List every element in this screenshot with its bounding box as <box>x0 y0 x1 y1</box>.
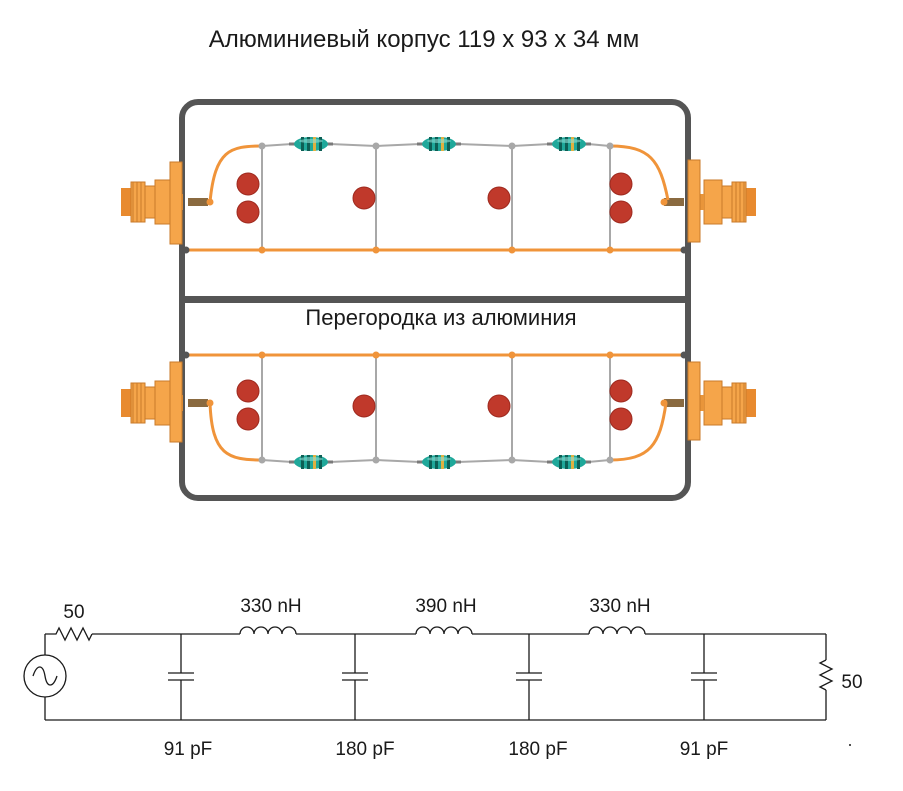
inductor-component <box>545 135 593 153</box>
capacitor-value-label: 91 pF <box>680 739 729 760</box>
inductor-symbol <box>239 626 297 635</box>
capacitor-disc <box>609 379 633 403</box>
pcb-traces <box>186 144 684 252</box>
sma-connector-lower-right <box>694 381 756 425</box>
inductor-symbol <box>415 626 473 635</box>
inductor-value-label: 390 nH <box>415 596 476 617</box>
inductor-component <box>287 135 335 153</box>
capacitor-disc <box>236 379 260 403</box>
connector-pin <box>188 198 208 206</box>
inductor-value-label: 330 nH <box>240 596 301 617</box>
solder-joints <box>206 198 668 254</box>
connector-flange <box>687 159 701 243</box>
page-title: Алюминиевый корпус 119 x 93 x 34 мм <box>208 26 640 53</box>
capacitor-symbol <box>691 634 717 720</box>
connector-flange <box>169 361 183 443</box>
capacitor-disc <box>236 172 260 196</box>
capacitor-disc <box>609 407 633 431</box>
inductor-value-label: 330 nH <box>589 596 650 617</box>
sma-connector-upper-right <box>694 180 756 224</box>
inductor-symbol <box>588 626 646 635</box>
capacitor-value-label: 180 pF <box>335 739 394 760</box>
upper-filter <box>120 135 756 254</box>
capacitor-disc <box>609 200 633 224</box>
load-resistor-label: 50 <box>841 672 862 693</box>
capacitor-disc <box>236 200 260 224</box>
inductor-component <box>415 135 463 153</box>
partition-label: Перегородка из алюминия <box>305 305 576 330</box>
connector-pin <box>664 198 684 206</box>
enclosure: Перегородка из алюминия <box>179 99 691 501</box>
capacitor-symbol <box>342 634 368 720</box>
solder-joints <box>206 351 668 407</box>
capacitor-disc <box>487 186 511 210</box>
connector-pin <box>664 399 684 407</box>
pcb-traces <box>186 353 684 462</box>
capacitor-disc <box>609 172 633 196</box>
filter-schematic <box>23 626 834 721</box>
lower-filter <box>120 351 756 471</box>
schematic-labels: 50 50 330 nH 390 nH 330 nH 91 pF 180 pF … <box>63 596 862 760</box>
inductor-component <box>545 453 593 471</box>
capacitor-disc <box>236 407 260 431</box>
inductor-component <box>287 453 335 471</box>
connector-flange <box>687 361 701 441</box>
capacitor-disc <box>352 394 376 418</box>
load-resistor-symbol <box>818 659 834 691</box>
aluminum-partition <box>182 296 688 303</box>
capacitor-symbol <box>168 634 194 720</box>
capacitor-symbol <box>516 634 542 720</box>
connector-flange <box>169 161 183 245</box>
source-resistor-label: 50 <box>63 602 84 623</box>
capacitor-disc <box>352 186 376 210</box>
capacitor-value-label: 180 pF <box>508 739 567 760</box>
capacitor-disc <box>487 394 511 418</box>
connector-pin <box>188 399 208 407</box>
component-leads <box>261 143 611 250</box>
source-resistor-symbol <box>45 626 93 642</box>
inductor-component <box>415 453 463 471</box>
component-leads <box>261 355 611 463</box>
signal-source <box>23 654 67 698</box>
capacitor-value-label: 91 pF <box>164 739 213 760</box>
